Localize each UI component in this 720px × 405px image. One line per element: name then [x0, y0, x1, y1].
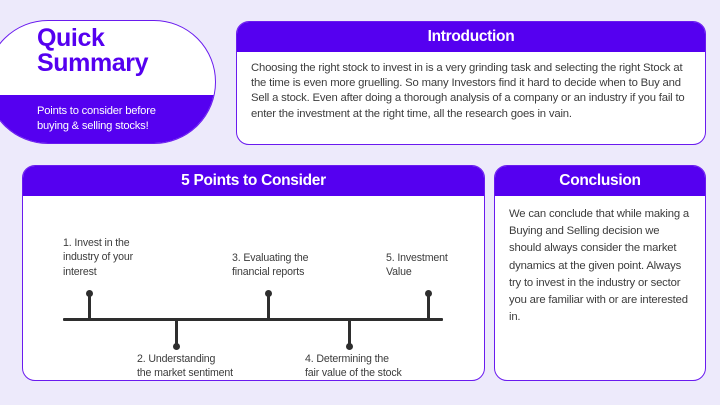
conclusion-body: We can conclude that while making a Buyi… [509, 208, 689, 324]
point-label-2-line-2: the market sentiment [137, 367, 233, 380]
timeline-dot-5 [425, 290, 432, 297]
point-label-4: 4. Determining the fair value of the sto… [305, 352, 460, 380]
point-label-2: 2. Understanding the market sentiment [137, 352, 287, 380]
point-label-1-line-2: industry of your [63, 251, 134, 264]
timeline-tick-3 [267, 293, 270, 320]
quick-summary-card: Quick Summary Points to consider before … [0, 20, 216, 144]
timeline-dot-3 [265, 290, 272, 297]
point-label-5: 5. Investment Value [386, 251, 484, 280]
timeline-dot-1 [86, 290, 93, 297]
point-label-2-line-1: 2. Understanding [137, 353, 216, 365]
quick-summary-title-line-1: Quick [37, 24, 105, 52]
quick-summary-subtitle: Points to consider before buying & selli… [37, 104, 205, 134]
timeline-tick-2 [175, 318, 178, 346]
points-header: 5 Points to Consider [23, 166, 484, 196]
point-label-5-line-2: Value [386, 266, 412, 279]
timeline-dot-4 [346, 343, 353, 350]
timeline-axis [63, 318, 443, 321]
point-label-3-line-2: financial reports [232, 266, 305, 279]
timeline-tick-4 [348, 318, 351, 346]
points-timeline: 1. Invest in the industry of your intere… [23, 196, 484, 380]
timeline-tick-5 [427, 293, 430, 320]
introduction-header: Introduction [237, 22, 705, 52]
point-label-3: 3. Evaluating the financial reports [232, 251, 362, 280]
quick-summary-subtitle-line-2: buying & selling stocks! [37, 120, 149, 132]
conclusion-panel: Conclusion We can conclude that while ma… [494, 165, 706, 381]
point-label-5-line-1: 5. Investment [386, 252, 448, 264]
point-label-4-line-2: fair value of the stock [305, 367, 402, 380]
introduction-body: Choosing the right stock to invest in is… [251, 62, 685, 120]
point-label-1: 1. Invest in the industry of your intere… [63, 236, 178, 279]
quick-summary-title-line-2: Summary [37, 49, 149, 77]
points-panel: 5 Points to Consider 1. Invest in the in… [22, 165, 485, 381]
point-label-3-line-1: 3. Evaluating the [232, 252, 309, 264]
point-label-4-line-1: 4. Determining the [305, 353, 389, 365]
quick-summary-accent-band [0, 95, 215, 143]
point-label-1-line-3: interest [63, 265, 97, 278]
timeline-dot-2 [173, 343, 180, 350]
point-label-1-line-1: 1. Invest in the [63, 237, 130, 249]
introduction-panel: Introduction Choosing the right stock to… [236, 21, 706, 145]
quick-summary-subtitle-line-1: Points to consider before [37, 105, 156, 117]
quick-summary-title: Quick Summary [37, 26, 207, 76]
timeline-tick-1 [88, 293, 91, 320]
conclusion-header: Conclusion [495, 166, 705, 196]
